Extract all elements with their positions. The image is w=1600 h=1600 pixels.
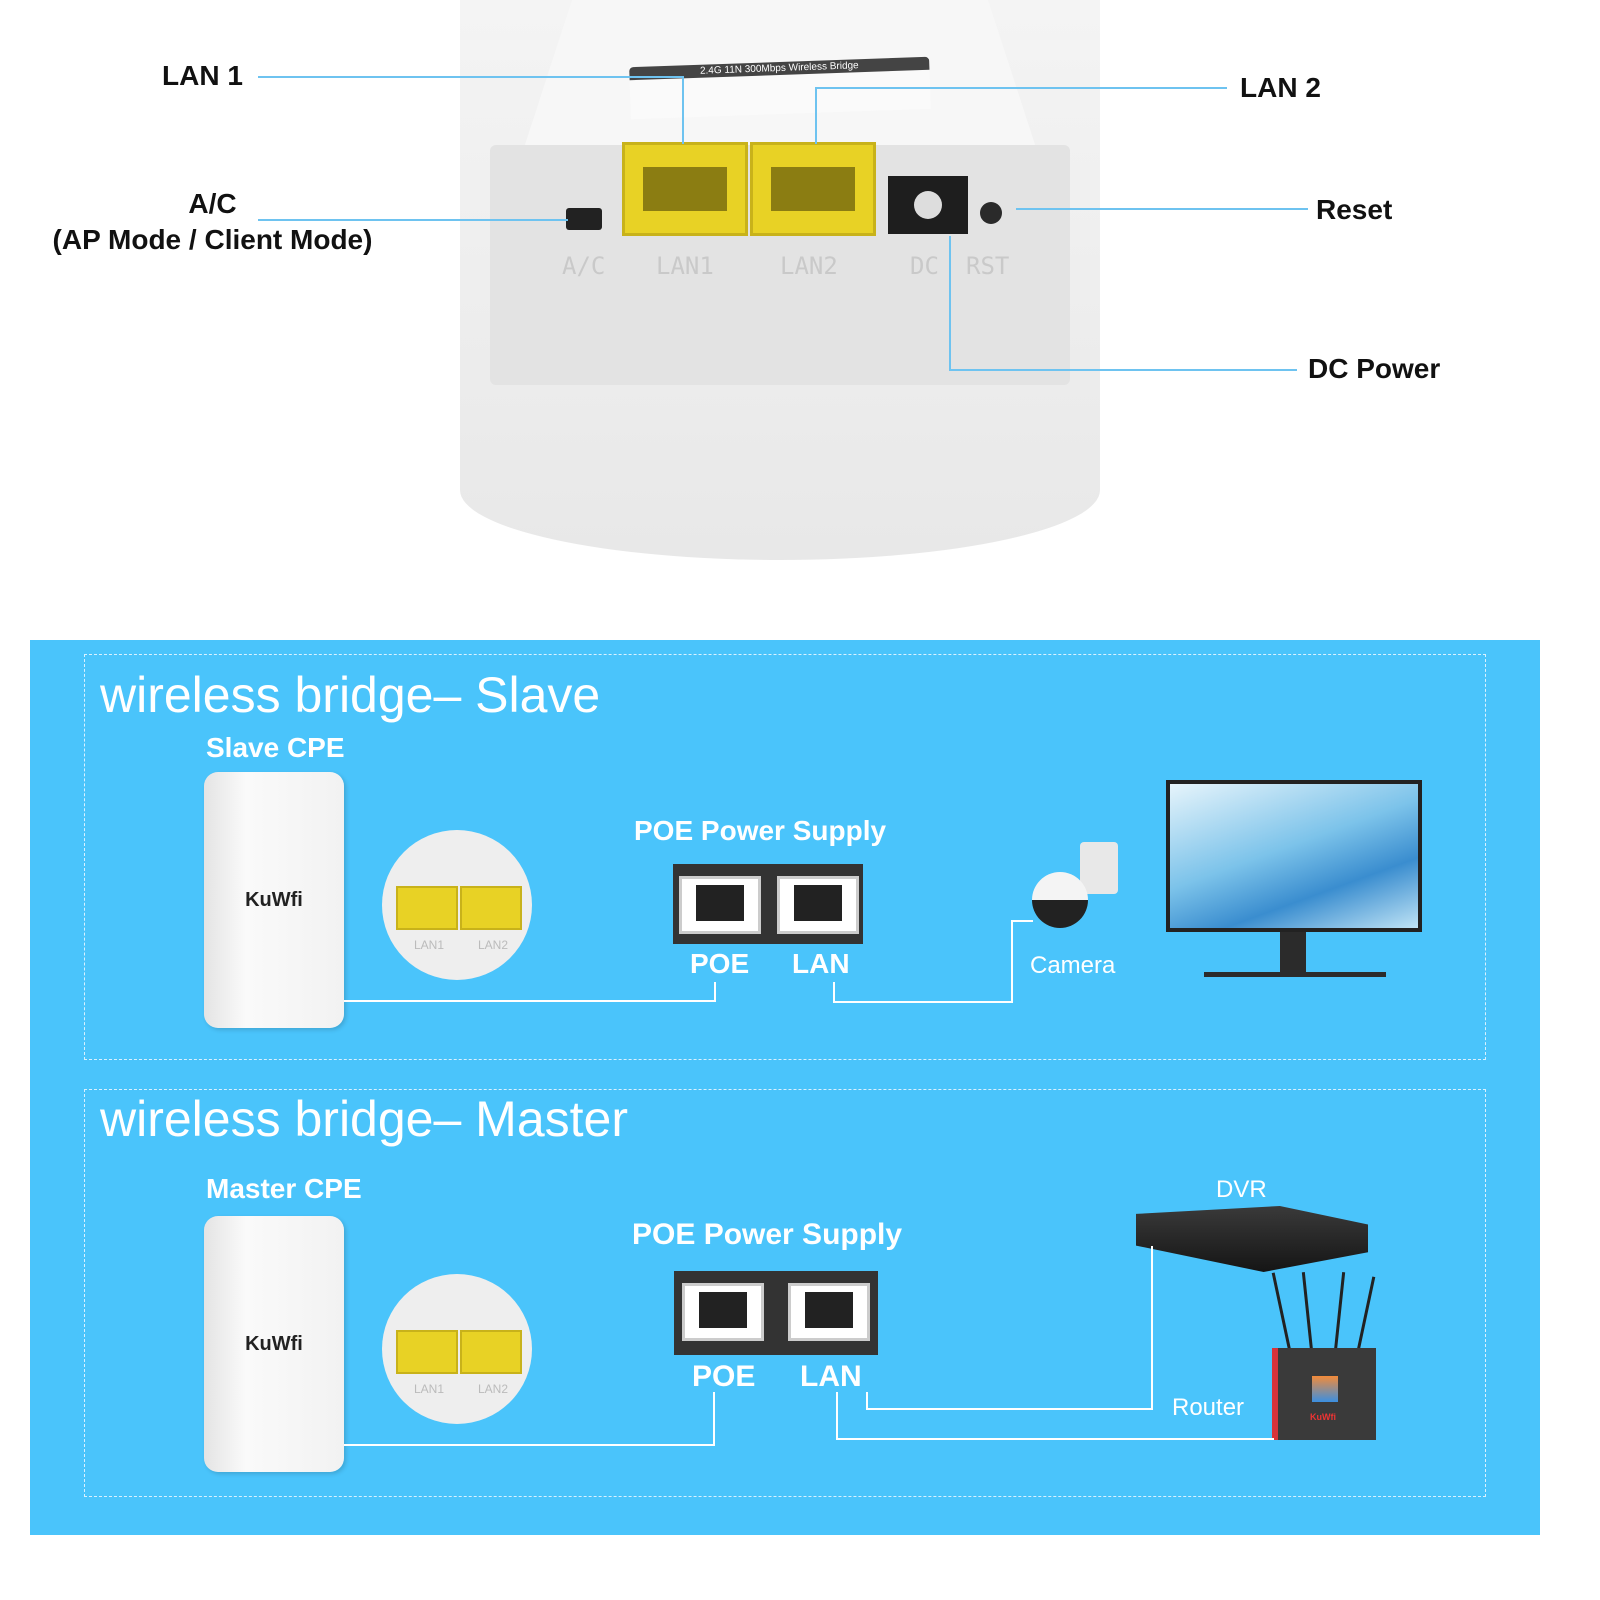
master-cpe-device: KuWfi [204,1216,344,1472]
callout-ac-desc: (AP Mode / Client Mode) [52,224,373,255]
ac-switch [566,208,602,230]
slave-wire-lan-camera [833,1001,1013,1003]
callout-dc-power: DC Power [1308,353,1441,384]
camera-icon [1030,842,1120,942]
master-cpe-label: Master CPE [206,1173,362,1204]
callout-line-dc-v [949,236,951,370]
master-poe-title: POE Power Supply [632,1218,903,1251]
master-wire-lan-dvr [866,1408,1153,1410]
lan2-port [750,142,876,236]
callout-ac-title: A/C [188,188,237,219]
slave-wire-camera-h [1011,920,1033,922]
reset-button [980,202,1002,224]
monitor-icon [1166,780,1422,980]
slave-poe-injector [673,864,863,944]
master-closeup-lan1: LAN1 [414,1382,445,1396]
master-wire-lan-v2 [866,1392,868,1410]
master-ports-closeup: LAN1 LAN2 [382,1274,532,1424]
slave-cpe-device: KuWfi [204,772,344,1028]
dvr-label: DVR [1216,1176,1267,1203]
master-wire-lan-router [836,1438,1274,1440]
callout-line-lan2 [815,87,1227,89]
slave-poe-port-label: POE [690,948,750,979]
callout-reset: Reset [1316,194,1393,225]
device-port-label-rst: RST [966,252,1010,280]
slave-ports-closeup: LAN1 LAN2 [382,830,532,980]
callout-ac: A/C (AP Mode / Client Mode) [40,186,385,258]
slave-lan-port-label: LAN [792,948,850,979]
device-port-label-lan1: LAN1 [656,252,714,280]
master-lan-port-label: LAN [800,1360,862,1393]
slave-closeup-lan1: LAN1 [414,938,445,952]
callout-line-lan2-v [815,87,817,144]
master-cpe-brand: KuWfi [245,1332,303,1355]
callout-line-dc [949,369,1297,371]
callout-line-lan1-v [682,76,684,144]
master-poe-port-label: POE [692,1360,756,1393]
slave-poe-title: POE Power Supply [634,815,887,846]
master-wire-cpe-poe [344,1444,715,1446]
slave-wire-lan-v [833,982,835,1002]
master-wire-poe-v [713,1392,715,1446]
callout-line-reset [1016,208,1308,210]
slave-wire-cpe-poe [344,1000,716,1002]
slave-cpe-label: Slave CPE [206,732,345,763]
router-brand: KuWfi [1310,1412,1336,1422]
master-wire-lan-v1 [836,1392,838,1440]
dc-jack [888,176,968,234]
callout-line-ac [258,219,568,221]
slave-panel [84,654,1486,1060]
device-port-label-ac: A/C [562,252,606,280]
slave-cpe-brand: KuWfi [245,888,303,911]
callout-lan1: LAN 1 [162,60,243,91]
master-panel [84,1089,1486,1497]
router-label: Router [1172,1394,1245,1421]
master-closeup-lan2: LAN2 [478,1382,509,1396]
callout-lan2: LAN 2 [1240,72,1321,103]
device-port-label-lan2: LAN2 [780,252,838,280]
callout-line-lan1 [258,76,684,78]
router-icon: KuWfi [1268,1272,1378,1440]
master-wire-dvr-v [1151,1246,1153,1410]
slave-closeup-lan2: LAN2 [478,938,509,952]
slave-title: wireless bridge– Slave [100,667,601,723]
slave-wire-poe-v [714,982,716,1002]
device-port-label-dc: DC [910,252,939,280]
master-poe-injector [674,1271,878,1355]
camera-label: Camera [1030,952,1116,979]
master-title: wireless bridge– Master [100,1091,628,1147]
slave-wire-camera-v [1011,920,1013,1003]
lan1-port [622,142,748,236]
